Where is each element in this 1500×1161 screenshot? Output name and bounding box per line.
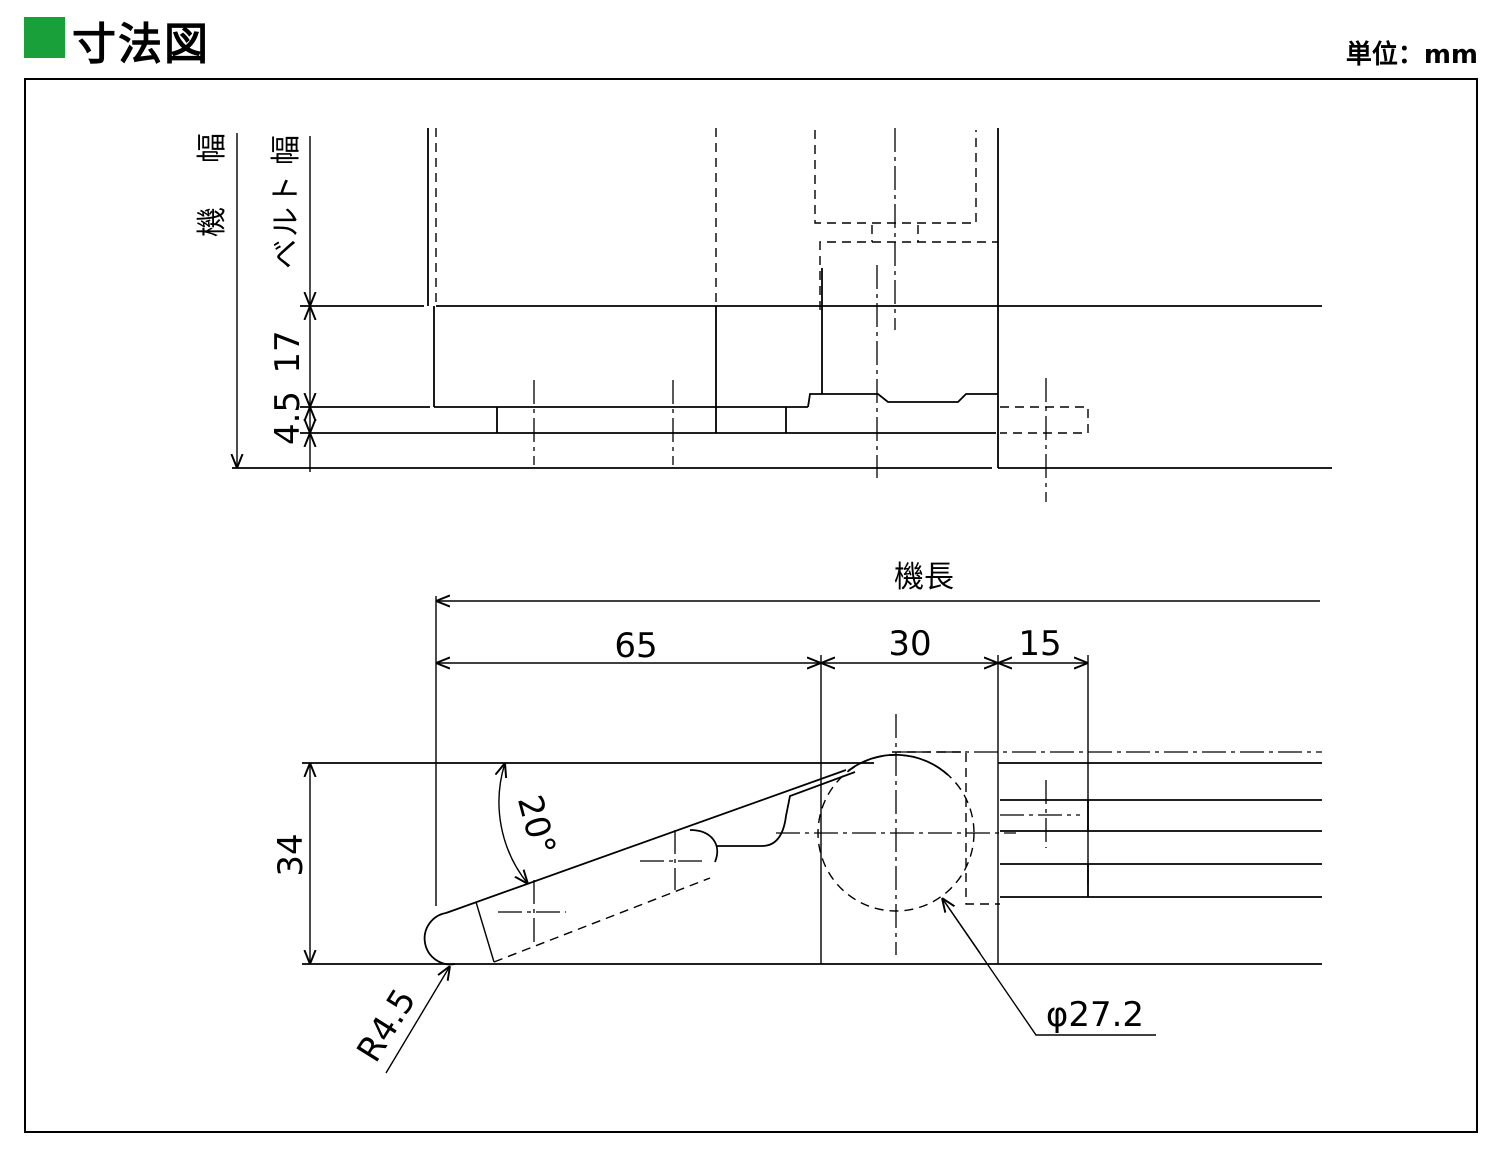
- unit-label: 単位：mm: [1345, 40, 1478, 70]
- dim-65-label: 65: [614, 626, 657, 666]
- front-view: [302, 596, 1322, 1074]
- belt-width-char-3: ト: [269, 175, 304, 205]
- dim-17-label: 17: [268, 330, 308, 373]
- belt-width-char-4: 幅: [269, 135, 304, 165]
- title-green-square: [24, 17, 65, 58]
- angle-20-label: 20°: [509, 791, 563, 860]
- belt-width-char-1: ベ: [269, 239, 304, 269]
- drawing-frame: [24, 78, 1478, 1133]
- belt-width-char-2: ル: [269, 207, 304, 237]
- machine-width-char-2: 幅: [195, 133, 230, 163]
- side-view: [232, 128, 1332, 502]
- machine-length-label: 機長: [894, 560, 954, 595]
- machine-width-char-1: 機: [195, 207, 230, 237]
- dim-4-5-label: 4.5: [268, 391, 308, 445]
- page-title: 寸法図: [72, 19, 210, 70]
- dim-30-label: 30: [888, 624, 931, 664]
- diameter-label: φ27.2: [1046, 995, 1144, 1035]
- dim-15-label: 15: [1018, 624, 1061, 664]
- radius-label: R4.5: [349, 982, 424, 1069]
- dim-34-label: 34: [271, 833, 311, 876]
